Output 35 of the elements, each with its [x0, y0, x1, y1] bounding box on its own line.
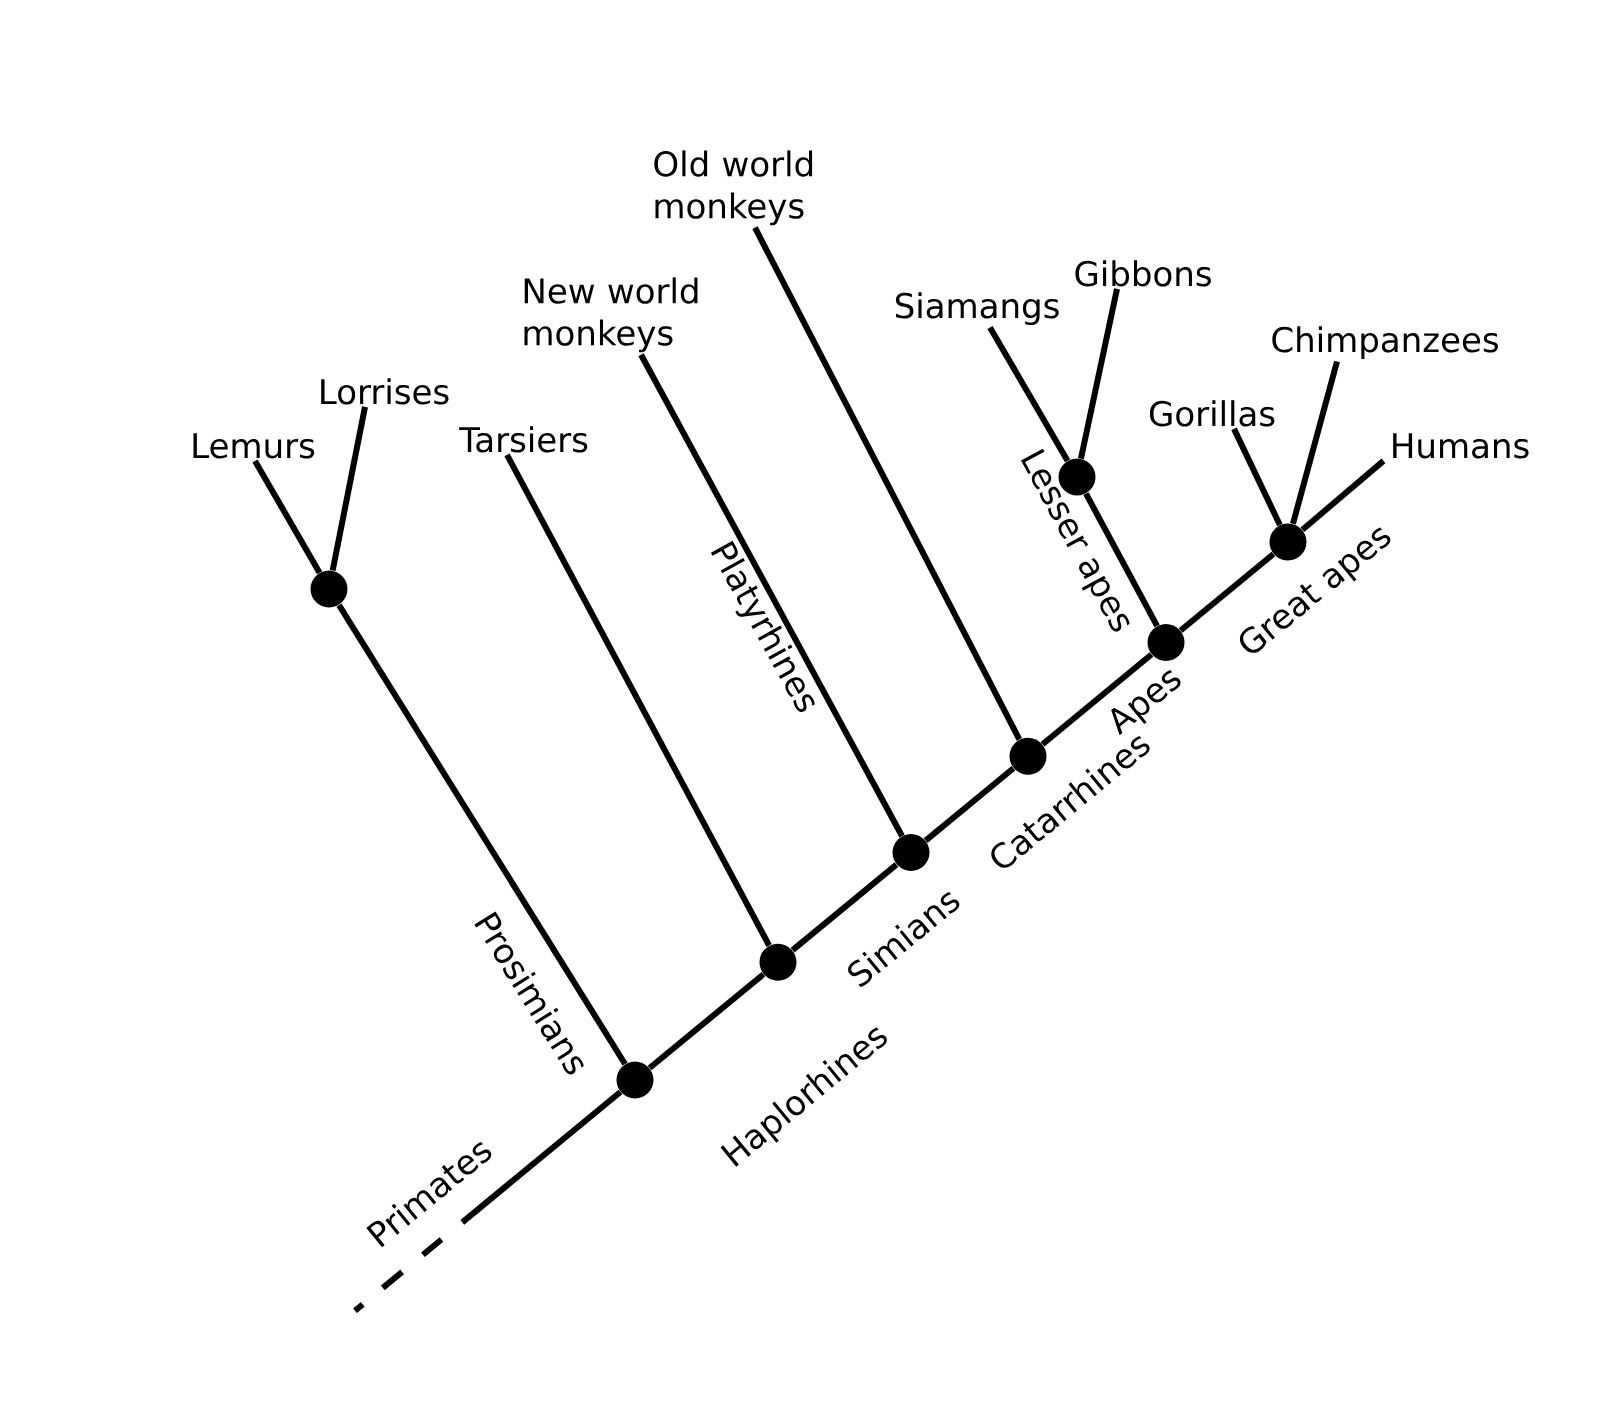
branch-point-dot [1269, 523, 1307, 561]
taxon-label: Chimpanzees [1272, 326, 1498, 360]
branch-line [1040, 652, 1154, 747]
branch-line [987, 325, 1071, 463]
branch-line [923, 765, 1016, 843]
taxon-label: New world monkeys [524, 277, 698, 353]
branch-line [647, 971, 766, 1071]
branch-point-dot [1147, 624, 1185, 661]
taxon-label: Lemurs [193, 433, 315, 459]
branch-line [329, 406, 368, 572]
branch-line [1231, 427, 1283, 527]
root-line [353, 1089, 623, 1313]
branch-line [1290, 360, 1340, 525]
taxon-label: Humans [1393, 433, 1529, 459]
branch-point-dot [759, 943, 797, 981]
branch-point-dot [892, 834, 930, 872]
taxon-label: Gorillas [1149, 400, 1275, 427]
branch-line [1078, 288, 1120, 460]
taxon-label: Siamangs [895, 292, 1059, 326]
taxon-label: Tarsiers [459, 426, 588, 453]
branch-line [638, 353, 905, 838]
branch-point-dot [310, 570, 348, 608]
taxon-label: Gibbons [1075, 260, 1211, 287]
branch-line [336, 603, 628, 1066]
branch-point-dot [616, 1061, 654, 1099]
branch-line [252, 459, 323, 575]
branch-line [1300, 458, 1386, 533]
taxon-label: Old world monkeys [654, 150, 813, 226]
taxon-label: Lorrises [321, 378, 449, 405]
branch-line [504, 453, 772, 947]
branch-line [752, 226, 1022, 741]
branch-line [790, 862, 899, 953]
branch-line [1083, 492, 1160, 628]
branch-point-dot [1009, 737, 1047, 775]
branch-line [1178, 551, 1276, 633]
